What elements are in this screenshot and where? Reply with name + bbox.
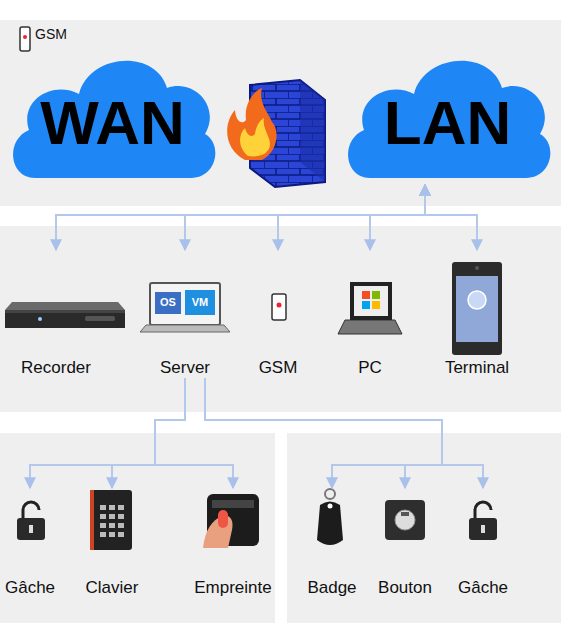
firewall-icon [227,80,325,187]
device-label: Recorder [1,358,111,378]
device-label: PC [340,358,400,378]
device-node: PC [340,250,400,378]
device-label: Empreinte [183,578,283,598]
device-node: GSM [253,250,303,378]
network-link [112,378,185,488]
network-link [30,378,185,488]
phone-icon [272,294,286,320]
device-node: Badge [302,488,362,598]
lock-icon [469,502,497,540]
top-panel [0,20,561,206]
network-link [278,185,425,250]
network-cloud: WAN [5,38,220,185]
cloud-label: WAN [5,38,220,154]
fingerprint-icon [203,494,259,548]
button-icon [385,500,425,540]
network-cloud: LAN [340,38,555,185]
terminal-icon [452,262,502,355]
screen-label: OS [155,295,181,309]
cloud-label: LAN [340,38,555,154]
device-label: Badge [302,578,362,598]
device-node: Clavier [77,488,147,598]
pc-icon [338,282,402,334]
badge-icon [317,489,343,545]
device-node: Recorder [1,250,111,378]
network-link [425,185,477,250]
device-label: GSM [253,358,303,378]
network-link [155,378,233,488]
network-link [205,378,442,488]
network-link [185,185,425,250]
device-node: Gâche [0,488,60,598]
device-label: Clavier [77,578,147,598]
screen-label: VM [185,295,215,309]
bottom-right-panel [287,433,561,623]
keypad-icon [90,490,132,550]
device-label: Gâche [453,578,513,598]
recorder-icon [5,302,125,328]
device-node: Gâche [453,488,513,598]
network-link [205,378,442,488]
device-node: Bouton [370,488,440,598]
lock-icon [17,502,45,540]
network-link [205,378,483,488]
device-label: Server [140,358,230,378]
network-link [56,185,425,250]
device-label: Terminal [437,358,517,378]
network-link [370,185,425,250]
device-label: Gâche [0,578,60,598]
middle-panel [0,226,561,412]
device-label: Bouton [370,578,440,598]
device-node: Empreinte [183,488,283,598]
device-node: Server [140,250,230,378]
network-label: GSM [35,27,95,41]
device-node: Terminal [437,250,517,378]
laptop-icon [140,283,230,332]
phone-icon [20,27,30,51]
